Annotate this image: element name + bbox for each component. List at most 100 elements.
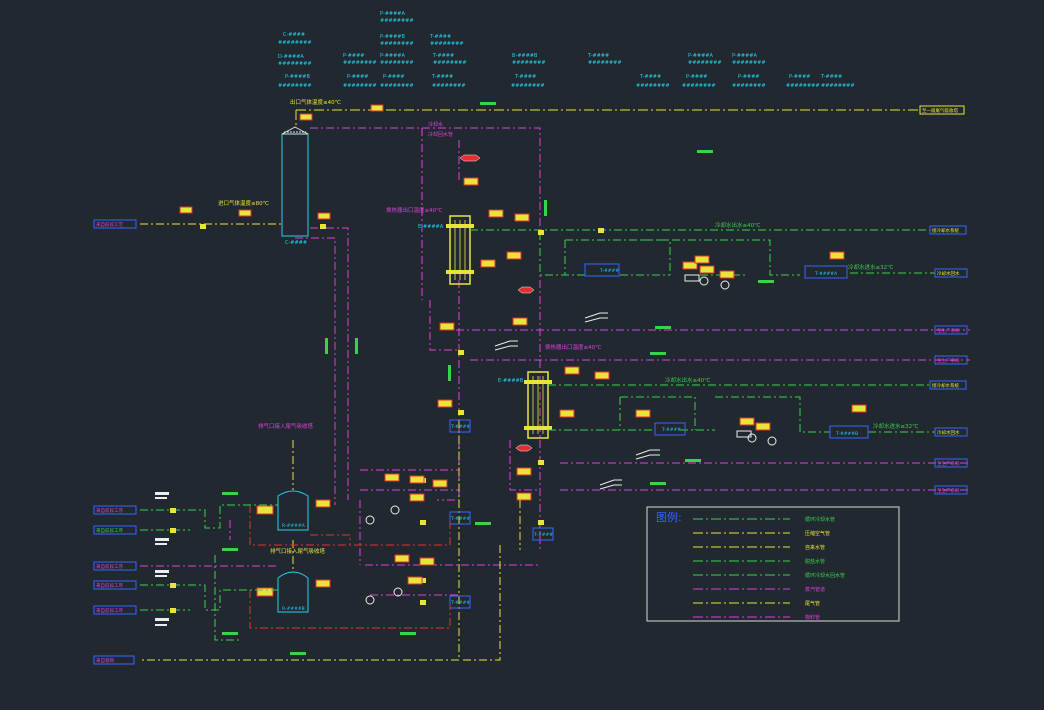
valve-cluster	[494, 312, 660, 490]
line-tags	[222, 150, 774, 655]
svg-text:T-####: T-####	[820, 74, 842, 80]
instrument-tag	[439, 322, 455, 331]
equipment-tag: T-####	[450, 424, 470, 430]
top-label: ########	[380, 60, 414, 66]
pump-tag: T-####	[450, 516, 470, 522]
tank-box	[804, 265, 848, 279]
equipment-tag: E-####A	[418, 224, 444, 230]
svg-text:########: ########	[511, 83, 545, 89]
instrument-tag	[851, 404, 867, 413]
terminal-box	[934, 427, 968, 437]
left-valves	[155, 492, 169, 626]
instrument-tag	[299, 113, 313, 121]
level-indicator	[515, 444, 533, 452]
terminal-box	[934, 355, 968, 365]
terminal-box	[934, 458, 968, 468]
top-label: ########	[380, 41, 414, 47]
terminal-box	[919, 105, 965, 115]
instrument-tag	[635, 409, 651, 418]
top-label: ########	[380, 18, 414, 24]
tank-note-2: 排气口接入尾气吸收塔	[270, 547, 326, 555]
edge-terminal: 冷却水回水	[937, 270, 960, 277]
top-label-block-row2: P-####B ######## P-#### ######## P-#### ###…	[278, 74, 855, 89]
reactor-tank-2: R-####B	[256, 571, 309, 613]
top-label: ########	[343, 60, 377, 66]
exchanger1-note-2: 冷却回水管	[428, 131, 453, 138]
edge-terminal: 至生产系统	[937, 487, 960, 494]
cooling-water-lines-2	[548, 384, 935, 433]
exchanger-out-2: 换热器出口温度≤40℃	[545, 343, 601, 351]
svg-text:########: ########	[278, 83, 312, 89]
magenta-process-lines	[295, 127, 970, 596]
tank-note-1: 排气口接入尾气吸收塔	[258, 422, 314, 430]
instrument-tag	[559, 409, 575, 418]
svg-text:T-####: T-####	[639, 74, 661, 80]
svg-text:########: ########	[432, 83, 466, 89]
top-label: D-####A	[278, 54, 304, 60]
instrument-tag	[179, 206, 193, 214]
instrument-tag	[514, 213, 530, 222]
terminal-box	[934, 325, 968, 335]
edge-terminal: 来自管网	[96, 657, 114, 664]
edge-terminal: 来自前段工序	[96, 507, 123, 514]
svg-text:P-####: P-####	[383, 74, 404, 80]
svg-text:########: ########	[682, 83, 716, 89]
instrument-tag	[238, 209, 252, 217]
inlet-temp-label: 进口气体温度≤80℃	[218, 199, 269, 207]
tank-instruments	[315, 473, 448, 605]
cooling-water-return-label: 冷却水出水≤40℃	[715, 221, 760, 229]
equipment-tag: E-####B	[498, 378, 524, 384]
svg-text:P-####: P-####	[789, 74, 810, 80]
top-label: P-####A	[380, 53, 405, 59]
equipment-tag: T-####B	[835, 431, 858, 437]
level-indicator	[517, 286, 535, 294]
top-label: P-####A	[732, 53, 757, 59]
edge-terminal: 来自前段工艺	[96, 221, 123, 228]
top-label: T-####	[432, 53, 454, 59]
legend-label: 尾气管	[805, 600, 820, 607]
top-label: T-####	[429, 34, 451, 40]
instrument-tag	[594, 371, 610, 380]
svg-text:########: ########	[343, 83, 377, 89]
cooling-water-supply-label-2: 冷却水进水≤32℃	[873, 422, 918, 430]
pump-box	[449, 419, 471, 433]
top-label: ########	[430, 41, 464, 47]
edge-terminal: 冷却水回水	[937, 429, 960, 436]
instrument-tag	[370, 104, 384, 112]
instrument-tag	[694, 255, 710, 264]
legend-label: 物料管	[805, 614, 820, 621]
pump-cluster-1	[682, 261, 735, 290]
left-process-lines	[140, 520, 278, 567]
equipment-tag: T-####	[599, 268, 619, 274]
edge-terminal: 至生产系统	[937, 460, 960, 467]
heat-exchanger-2: E-####B	[498, 371, 552, 439]
edge-terminal: 至一级尾气吸收塔	[922, 107, 958, 114]
top-label: ########	[278, 40, 312, 46]
left-supply-lines	[140, 504, 278, 641]
svg-text:P-####B: P-####B	[285, 74, 310, 80]
top-label: ########	[433, 60, 467, 66]
heat-exchanger-1: E-####A	[418, 215, 474, 285]
instrument-tag	[488, 209, 504, 218]
legend-box	[646, 506, 900, 622]
svg-text:########: ########	[786, 83, 820, 89]
instrument-tag	[506, 251, 522, 260]
legend-title: 图例:	[656, 510, 682, 524]
instrument-tag	[829, 251, 845, 260]
instrument-tag	[480, 259, 496, 268]
top-label: T-####	[587, 53, 609, 59]
edge-terminal: 至生产系统	[937, 357, 960, 364]
legend-label: 压缩空气管	[805, 530, 830, 537]
terminal-box	[929, 380, 967, 390]
instrument-tag	[512, 317, 528, 326]
top-label: ########	[512, 60, 546, 66]
top-header-label: 出口气体温度≤40℃	[290, 98, 341, 106]
svg-text:########: ########	[636, 83, 670, 89]
pump-box	[449, 511, 471, 525]
svg-text:P-####: P-####	[347, 74, 368, 80]
top-label: P-####B	[380, 34, 405, 40]
heating-loops	[249, 505, 451, 629]
top-label: P-####	[343, 53, 364, 59]
equipment-tag: T-####A	[814, 271, 838, 277]
svg-text:T-####: T-####	[514, 74, 536, 80]
